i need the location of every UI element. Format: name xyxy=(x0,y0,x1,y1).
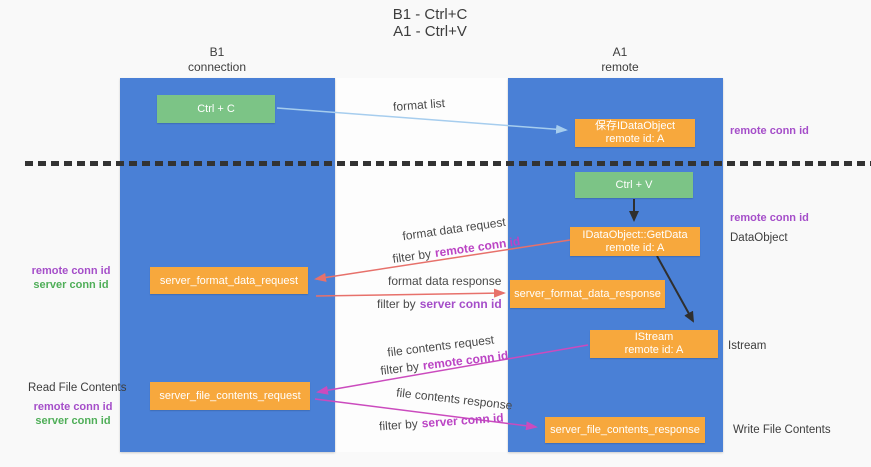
write-file-contents-label: Write File Contents xyxy=(733,424,831,436)
left-column-title: B1 xyxy=(209,45,225,59)
file-conn-id-annotation: remote conn id server conn id xyxy=(33,400,113,428)
istream-line2: remote id: A xyxy=(624,344,684,356)
server-conn-id-annotation: server conn id xyxy=(35,415,111,427)
ctrl-c-node: Ctrl + C xyxy=(157,95,275,123)
format-conn-id-annotation: remote conn id server conn id xyxy=(30,264,112,292)
server-file-contents-request-label: server_file_contents_request xyxy=(159,390,301,402)
getdata-node: IDataObject::GetData remote id: A xyxy=(570,227,700,256)
remote-conn-id-annotation: remote conn id xyxy=(31,265,111,277)
remote-conn-id-annotation-top: remote conn id xyxy=(730,125,809,137)
filter-by-text: filter by xyxy=(377,297,416,311)
title-line1: B1 - Ctrl+C xyxy=(392,6,468,23)
page-title: B1 - Ctrl+C A1 - Ctrl+V xyxy=(330,6,530,40)
ctrl-v-label: Ctrl + V xyxy=(615,179,653,191)
server-file-contents-request-node: server_file_contents_request xyxy=(150,382,310,410)
istream-node: IStream remote id: A xyxy=(590,330,718,358)
format-data-response-label: format data response xyxy=(388,274,502,288)
right-column-title: A1 xyxy=(612,45,628,59)
read-file-contents-label: Read File Contents xyxy=(28,382,127,394)
save-dataobject-node: 保存IDataObject remote id: A xyxy=(575,119,695,147)
server-format-data-request-node: server_format_data_request xyxy=(150,267,308,294)
server-conn-id-text: server conn id xyxy=(419,297,502,311)
server-format-data-response-node: server_format_data_response xyxy=(510,280,665,308)
right-column-subtitle: remote xyxy=(601,60,639,74)
phase-separator-dashed-line xyxy=(25,161,871,166)
server-conn-id-annotation: server conn id xyxy=(33,279,109,291)
dataobject-label: DataObject xyxy=(730,232,788,244)
getdata-line2: remote id: A xyxy=(605,241,665,254)
left-column-header: B1 connection xyxy=(147,45,287,75)
getdata-line1: IDataObject::GetData xyxy=(582,228,688,241)
server-format-data-request-label: server_format_data_request xyxy=(159,274,299,287)
server-format-data-response-label: server_format_data_response xyxy=(514,288,661,300)
save-dataobject-line1: 保存IDataObject xyxy=(594,120,676,132)
server-file-contents-response-node: server_file_contents_response xyxy=(545,417,705,443)
server-file-contents-response-label: server_file_contents_response xyxy=(550,424,700,436)
left-column-subtitle: connection xyxy=(187,60,247,74)
istream-label: Istream xyxy=(728,340,767,352)
remote-conn-id-annotation-mid: remote conn id xyxy=(730,212,809,224)
right-column-header: A1 remote xyxy=(550,45,690,75)
remote-conn-id-annotation: remote conn id xyxy=(33,401,113,413)
ctrl-v-node: Ctrl + V xyxy=(575,172,693,198)
ctrl-c-label: Ctrl + C xyxy=(197,103,235,115)
title-line2: A1 - Ctrl+V xyxy=(393,23,467,40)
istream-line1: IStream xyxy=(634,331,674,343)
filter-by-text: filter by xyxy=(378,416,419,434)
save-dataobject-line2: remote id: A xyxy=(605,133,665,145)
